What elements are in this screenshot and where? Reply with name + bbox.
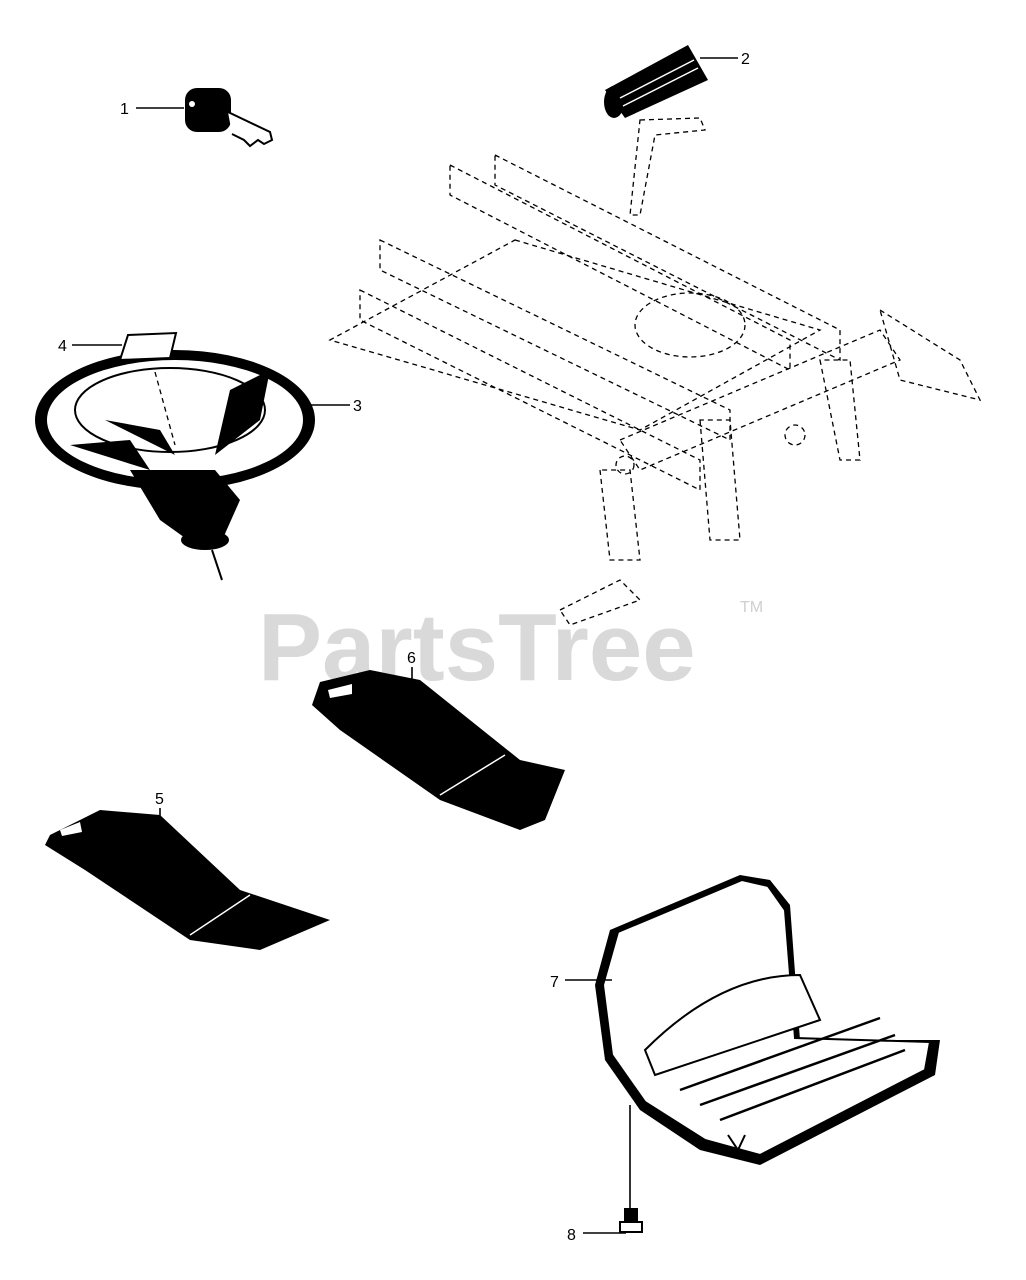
leader-lines [72, 57, 738, 1234]
foot-pad-left-icon [45, 810, 330, 950]
shoulder-bolt-icon [619, 1208, 643, 1233]
handle-grip-icon [604, 45, 708, 118]
callout-7: 7 [550, 974, 559, 991]
callout-6: 6 [407, 650, 416, 667]
tractor-frame-icon [328, 117, 982, 626]
watermark-tm: TM [740, 599, 763, 616]
callouts: 1 2 3 4 5 6 7 8 [58, 51, 750, 1244]
callout-8: 8 [567, 1227, 576, 1244]
seat-icon [595, 875, 940, 1165]
foot-pad-right-icon [312, 670, 565, 830]
steering-wheel-icon [35, 350, 315, 581]
callout-1: 1 [120, 101, 129, 118]
callout-3: 3 [353, 398, 362, 415]
callout-4: 4 [58, 338, 67, 355]
callout-5: 5 [155, 791, 164, 808]
ignition-key-icon [185, 88, 274, 148]
callout-2: 2 [741, 51, 750, 68]
steering-wheel-cap-icon [118, 331, 178, 362]
